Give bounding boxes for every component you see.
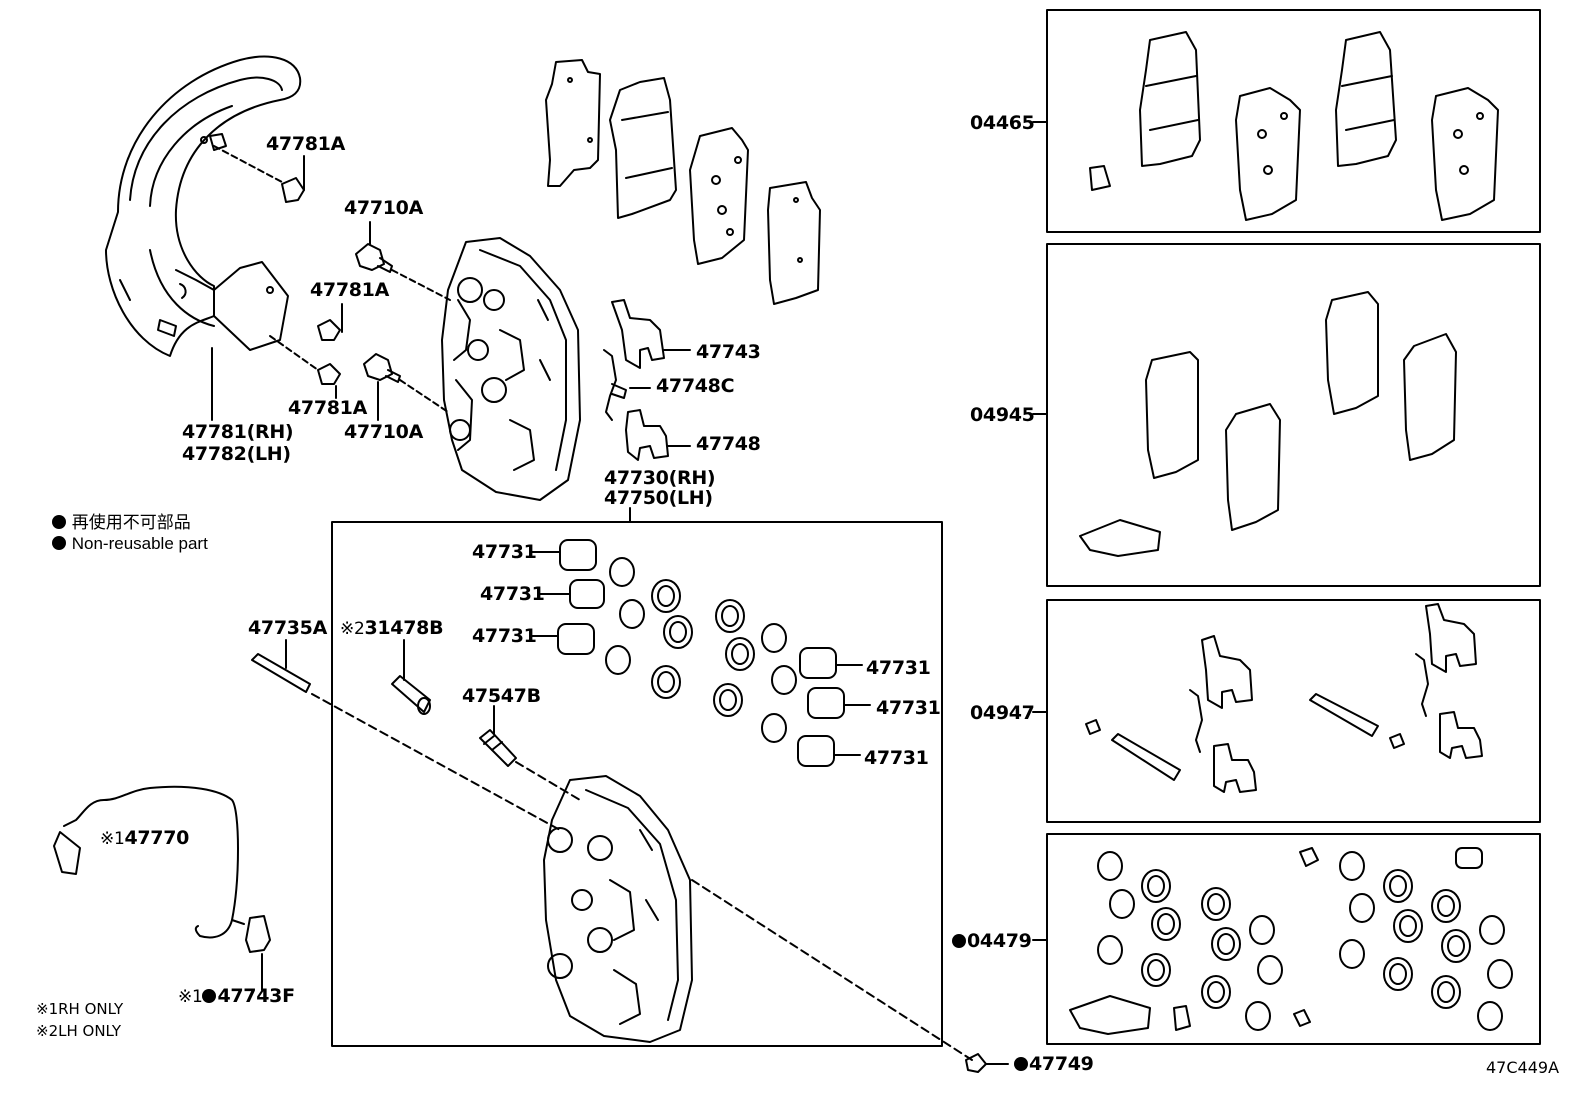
- kit-label-04465[interactable]: 04465: [970, 112, 1035, 134]
- label-47731-4: 47731: [866, 657, 931, 679]
- label-47730-rh: 47730(RH): [604, 467, 716, 489]
- note1-mark: ※1: [36, 1000, 59, 1018]
- label-47731-5: 47731: [876, 697, 941, 719]
- kit-04465-contents: [1089, 31, 1499, 221]
- kit-label-04947[interactable]: 04947: [970, 702, 1035, 724]
- spring-47748C[interactable]: [603, 349, 651, 421]
- bolt-47781A-mid[interactable]: [317, 303, 343, 341]
- note2-mark: ※2: [36, 1022, 59, 1040]
- label-47710A-top: 47710A: [344, 197, 424, 219]
- kit-box-04945[interactable]: [1046, 243, 1541, 587]
- label-31478B: ※231478B: [340, 617, 444, 639]
- legend-jp-text: 再使用不可部品: [71, 513, 191, 532]
- brake-pad-outer[interactable]: [609, 77, 677, 219]
- label-47743: 47743: [696, 341, 761, 363]
- note1-text: RH ONLY: [58, 1000, 124, 1018]
- label-47743F-code: 47743F: [217, 985, 295, 1007]
- label-31478B-code: 31478B: [364, 617, 444, 639]
- label-47743F: ※1 47743F: [178, 986, 295, 1007]
- non-reusable-dot: [52, 536, 66, 550]
- note-mark-rh: ※1: [100, 829, 125, 849]
- label-47749-code: 47749: [1029, 1053, 1094, 1075]
- bolt-47781A-top[interactable]: [213, 145, 305, 203]
- kit-04947-contents: [1085, 603, 1483, 793]
- caliper-lower-drawing[interactable]: [543, 775, 973, 1061]
- note-mark-lh: ※2: [340, 619, 365, 639]
- label-47781A-low: 47781A: [288, 397, 368, 419]
- label-47731-2: 47731: [480, 583, 545, 605]
- non-reusable-dot: [52, 515, 66, 529]
- label-47710A-low: 47710A: [344, 421, 424, 443]
- seal-rings[interactable]: [605, 557, 797, 743]
- clip-47748[interactable]: [625, 409, 691, 461]
- pad-backing-plate[interactable]: [689, 127, 749, 265]
- note2-text: LH ONLY: [58, 1022, 122, 1040]
- non-reusable-dot: [1014, 1057, 1028, 1071]
- non-reusable-dot: [952, 934, 966, 948]
- label-47781A-top: 47781A: [266, 133, 346, 155]
- kit-box-04465[interactable]: [1046, 9, 1541, 233]
- legend-jp: 再使用不可部品: [52, 508, 191, 533]
- pin-47735A[interactable]: [251, 639, 561, 831]
- label-47770: ※147770: [100, 828, 189, 849]
- kit-label-04945[interactable]: 04945: [970, 404, 1035, 426]
- kit-box-04479[interactable]: [1046, 833, 1541, 1045]
- note-lh-only: ※2LH ONLY: [36, 1022, 121, 1040]
- label-47750-lh: 47750(LH): [604, 487, 713, 509]
- kit-04479-contents: [1069, 847, 1513, 1035]
- caliper-assembly-box[interactable]: [331, 521, 943, 1047]
- pad-shim-inner[interactable]: [767, 181, 821, 305]
- clip-47743F[interactable]: [245, 915, 271, 991]
- label-47782-lh: 47782(LH): [182, 443, 291, 465]
- label-47748: 47748: [696, 433, 761, 455]
- label-47781-rh: 47781(RH): [182, 421, 294, 443]
- bleeder-31478B[interactable]: [391, 639, 431, 715]
- piston-group[interactable]: [529, 539, 871, 767]
- label-47547B: 47547B: [462, 685, 541, 707]
- label-47749: 47749: [1014, 1054, 1094, 1074]
- legend-en: Non-reusable part: [52, 534, 208, 554]
- bolt-47710A-low[interactable]: [363, 353, 449, 421]
- label-47731-6: 47731: [864, 747, 929, 769]
- kit-label-04479-code: 04479: [967, 930, 1032, 952]
- bolt-47781A-low[interactable]: [269, 335, 341, 399]
- label-47735A: 47735A: [248, 617, 328, 639]
- screw-47749[interactable]: [965, 1053, 1009, 1073]
- kit-box-04947[interactable]: [1046, 599, 1541, 823]
- kit-04945-contents: [1079, 291, 1457, 557]
- dust-shield-drawing[interactable]: [105, 55, 302, 421]
- wear-sensor-47770[interactable]: [53, 785, 245, 939]
- pad-shim-outer[interactable]: [545, 59, 601, 187]
- label-47731-3: 47731: [472, 625, 537, 647]
- kit-label-04479[interactable]: 04479: [952, 931, 1032, 951]
- legend-en-text: Non-reusable part: [71, 534, 208, 553]
- non-reusable-dot: [202, 989, 217, 1003]
- label-47781A-mid: 47781A: [310, 279, 390, 301]
- label-47748C: 47748C: [656, 375, 735, 397]
- caliper-upper-drawing[interactable]: [441, 237, 581, 501]
- label-47770-code: 47770: [124, 827, 190, 849]
- figure-code: 47C449A: [1486, 1058, 1560, 1077]
- label-47731-1: 47731: [472, 541, 537, 563]
- clip-47743[interactable]: [611, 299, 691, 369]
- bleeder-47547B[interactable]: [479, 705, 581, 801]
- bolt-47710A-top[interactable]: [355, 221, 451, 301]
- note-mark-rh-2: ※1: [178, 987, 203, 1007]
- note-rh-only: ※1RH ONLY: [36, 1000, 123, 1018]
